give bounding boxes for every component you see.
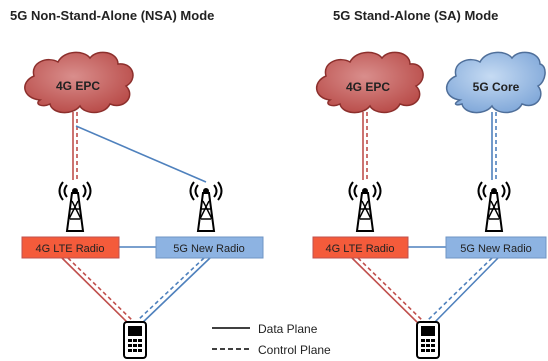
nsa-title: 5G Non-Stand-Alone (NSA) Mode — [10, 8, 214, 23]
nsa-nr-ue-control-line — [137, 257, 205, 321]
sa-new-radio-box: 5G New Radio — [445, 236, 547, 259]
tower-icon — [189, 181, 223, 232]
sa-new-radio-label: 5G New Radio — [460, 243, 532, 255]
cloud-4g-epc-right-label: 4G EPC — [346, 80, 390, 94]
sa-nr-ue-control-line — [427, 257, 493, 321]
nsa-lte-ue-data-line — [61, 257, 131, 326]
sa-lte-ue-control-line — [357, 257, 425, 323]
cloud-4g-epc-left-label: 4G EPC — [56, 79, 100, 93]
nsa-lte-radio-box: 4G LTE Radio — [21, 236, 120, 259]
tower-icon — [58, 181, 92, 232]
nsa-epc-nr-data-line — [75, 125, 207, 183]
sa-lte-ue-data-line — [351, 257, 421, 326]
cloud-4g-epc-left: 4G EPC — [24, 51, 134, 114]
legend-control-plane-label: Control Plane — [258, 343, 331, 357]
legend-data-plane-label: Data Plane — [258, 322, 318, 336]
nsa-links — [61, 112, 211, 326]
legend: Data Plane Control Plane — [212, 322, 331, 357]
sa-title: 5G Stand-Alone (SA) Mode — [333, 8, 498, 23]
nsa-new-radio-label: 5G New Radio — [173, 243, 245, 255]
cloud-5g-core: 5G Core — [446, 51, 546, 114]
cloud-4g-epc-right: 4G EPC — [316, 51, 424, 114]
tower-icon — [477, 181, 511, 232]
sa-lte-radio-box: 4G LTE Radio — [312, 236, 409, 259]
sa-nr-ue-data-line — [431, 257, 499, 326]
phone-icon — [416, 321, 440, 359]
nsa-lte-ue-control-line — [67, 257, 135, 323]
nsa-new-radio-box: 5G New Radio — [155, 236, 264, 259]
tower-icon — [348, 181, 382, 232]
sa-links — [351, 112, 499, 326]
nsa-nr-ue-data-line — [139, 257, 211, 326]
cloud-5g-core-label: 5G Core — [473, 80, 520, 94]
nsa-lte-radio-label: 4G LTE Radio — [36, 243, 105, 255]
sa-lte-radio-label: 4G LTE Radio — [326, 243, 395, 255]
phone-icon — [123, 321, 147, 359]
